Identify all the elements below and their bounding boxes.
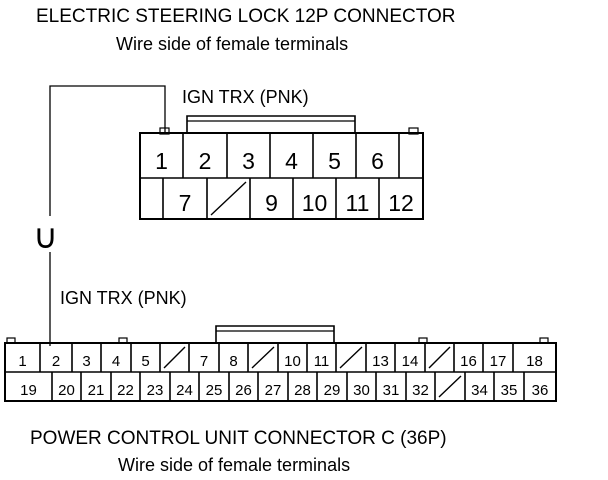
bottom-row2-terminal-24: 24 <box>176 382 193 399</box>
top-row1-terminal-5: 5 <box>328 148 341 174</box>
bottom-row2-empty-cavity <box>438 375 462 398</box>
top-row1-terminal-1: 1 <box>155 148 168 174</box>
bottom-row2-terminal-32: 32 <box>412 382 429 399</box>
bottom-row2-terminal-21: 21 <box>88 382 105 399</box>
top-row1-terminal-4: 4 <box>285 148 298 174</box>
bottom-row1-terminal-5: 5 <box>141 353 149 370</box>
bottom-row1-terminal-8: 8 <box>229 353 237 370</box>
top-row2-terminal-12: 12 <box>388 190 414 216</box>
top-connector-subtitle: Wire side of female terminals <box>116 34 348 54</box>
bottom-row1-terminal-2: 2 <box>52 353 60 370</box>
bottom-row2-terminal-20: 20 <box>58 382 75 399</box>
top-row2-terminal-7: 7 <box>179 190 192 216</box>
bottom-row2-terminal-34: 34 <box>471 382 488 399</box>
bottom-row1-terminal-4: 4 <box>112 353 120 370</box>
bottom-row2-terminal-29: 29 <box>324 382 341 399</box>
top-row1-terminal-6: 6 <box>371 148 384 174</box>
bottom-row1-terminal-3: 3 <box>82 353 90 370</box>
bottom-row2-terminal-36: 36 <box>532 382 549 399</box>
bottom-row1-terminal-16: 16 <box>460 353 477 370</box>
bottom-row1-terminal-11: 11 <box>314 353 330 370</box>
bottom-row2-terminal-27: 27 <box>265 382 282 399</box>
bottom-row1-terminal-10: 10 <box>284 353 301 370</box>
bottom-row1-empty-cavity <box>428 346 451 369</box>
top-connector-title: ELECTRIC STEERING LOCK 12P CONNECTOR <box>36 6 456 27</box>
bottom-row1-terminal-7: 7 <box>200 353 208 370</box>
top-connector-body <box>139 132 424 220</box>
wire-upper <box>49 85 166 216</box>
bottom-row2-terminal-30: 30 <box>353 382 370 399</box>
bottom-row2-terminal-31: 31 <box>383 382 400 399</box>
bottom-row2-terminal-19: 19 <box>20 382 37 399</box>
bottom-row2-terminal-23: 23 <box>147 382 164 399</box>
bottom-row1-terminal-13: 13 <box>372 353 389 370</box>
bottom-row1-terminal-1: 1 <box>18 353 26 370</box>
bottom-row1-empty-cavity <box>339 346 363 369</box>
top-row2-terminal-11: 11 <box>346 190 370 216</box>
continuity-symbol: ∪ <box>33 218 58 256</box>
bottom-row1-terminal-18: 18 <box>526 353 543 370</box>
bottom-row2-terminal-35: 35 <box>501 382 518 399</box>
top-row1-terminal-2: 2 <box>199 148 212 174</box>
top-row2-terminal-9: 9 <box>265 190 278 216</box>
bottom-row1-empty-cavity <box>251 346 275 369</box>
bottom-connector-subtitle: Wire side of female terminals <box>118 455 350 475</box>
top-connector-latch <box>186 115 356 133</box>
top-wire-label: IGN TRX (PNK) <box>182 87 309 107</box>
bottom-row2-terminal-26: 26 <box>235 382 252 399</box>
bottom-row2-terminal-25: 25 <box>206 382 223 399</box>
top-row2-terminal-10: 10 <box>302 190 328 216</box>
bottom-row1-terminal-14: 14 <box>402 353 419 370</box>
bottom-row1-terminal-17: 17 <box>490 353 507 370</box>
bottom-row2-terminal-22: 22 <box>117 382 134 399</box>
top-row2-empty-cavity <box>210 181 247 216</box>
bottom-row2-terminal-28: 28 <box>294 382 311 399</box>
bottom-connector-title: POWER CONTROL UNIT CONNECTOR C (36P) <box>30 428 447 449</box>
bottom-connector-latch <box>215 325 335 342</box>
bottom-row1-empty-cavity <box>163 346 186 369</box>
top-row1-terminal-3: 3 <box>242 148 255 174</box>
bottom-wire-label: IGN TRX (PNK) <box>60 288 187 308</box>
